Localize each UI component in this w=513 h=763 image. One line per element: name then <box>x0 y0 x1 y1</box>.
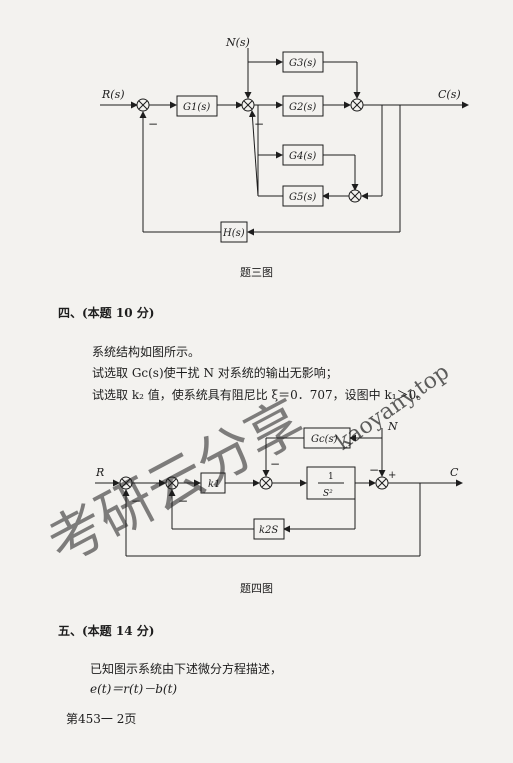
fig4-plant-numerator: 1 <box>328 472 334 482</box>
fig4-input-label: R <box>95 466 104 479</box>
fig3-caption: 题三图 <box>240 266 273 279</box>
fig4-block-k2s: k2S <box>259 525 278 536</box>
fig4-block-k1: k1 <box>208 479 220 490</box>
fig4-caption: 题四图 <box>240 582 273 595</box>
page-number-footer: 第453一 2页 <box>66 712 137 726</box>
fig3-minus-sign: − <box>148 117 158 131</box>
fig3-block-g3: G3(s) <box>289 58 316 69</box>
fig4-disturbance-label: N <box>387 420 398 433</box>
fig4-output-label: C <box>450 466 459 479</box>
section4-line2: 试选取 Gc(s)使干扰 N 对系统的输出无影响； <box>92 366 338 380</box>
fig3-minus-sign: − <box>254 117 264 131</box>
figure-3-block-diagram: R(s) N(s) C(s) G1(s) G3(s) G2(s) G4(s) G… <box>100 36 469 243</box>
fig4-minus-sign: − <box>369 463 379 477</box>
fig3-block-g1: G1(s) <box>183 102 210 113</box>
fig4-plus-sign: + <box>388 470 396 481</box>
fig4-plant-denominator: S² <box>323 489 333 499</box>
figure-4-block-diagram: R N C k1 Gc(s) 1 S² k2S − − − − + <box>95 420 463 557</box>
section4-line1: 系统结构如图所示。 <box>92 345 201 359</box>
fig3-block-g4: G4(s) <box>289 151 316 162</box>
fig4-minus-sign: − <box>178 494 188 508</box>
fig4-minus-sign: − <box>131 494 141 508</box>
fig3-block-g5: G5(s) <box>289 192 316 203</box>
section5-heading: 五、(本题 14 分) <box>58 624 155 638</box>
fig3-disturbance-label: N(s) <box>225 36 250 49</box>
fig4-minus-sign: − <box>270 457 280 471</box>
fig3-block-g2: G2(s) <box>289 102 316 113</box>
fig3-input-label: R(s) <box>101 88 125 101</box>
section4-heading: 四、(本题 10 分) <box>58 306 155 320</box>
section5-equation: e(t)＝r(t)－b(t) <box>90 682 178 696</box>
fig3-output-label: C(s) <box>438 88 461 101</box>
fig3-block-h: H(s) <box>222 228 245 239</box>
section4-line3: 试选取 k₂ 值，使系统具有阻尼比 ξ＝0．707，设图中 k₁＞0。 <box>92 388 429 402</box>
fig4-block-gc: Gc(s) <box>311 434 338 445</box>
section5-line1: 已知图示系统由下述微分方程描述， <box>90 662 283 676</box>
